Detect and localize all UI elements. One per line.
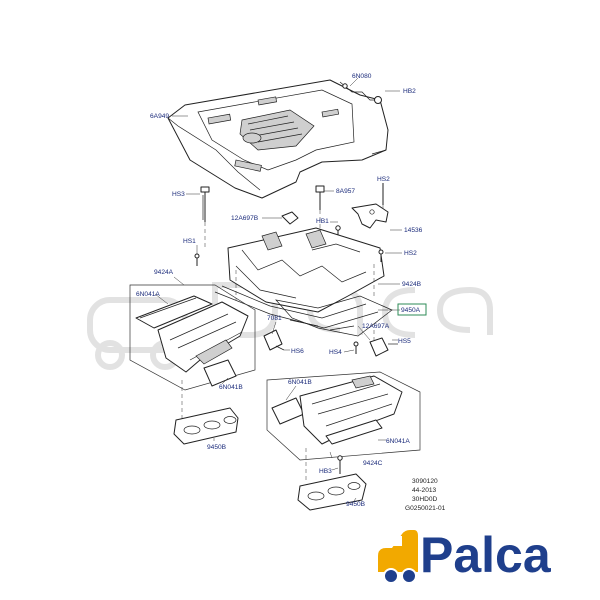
cover-6n041a-lower — [325, 419, 383, 445]
callout-9424b: 9424B — [402, 281, 422, 288]
callout-labels: 6A949 6N080 HB2 HS3 8A957 12A697B HB1 HS… — [136, 73, 423, 508]
callout-hs2-right: HS2 — [404, 250, 417, 257]
gasket-9450b-lower — [297, 473, 367, 511]
callout-6n080: 6N080 — [352, 73, 372, 80]
bolt-hs3 — [200, 186, 210, 250]
housing-9424c — [299, 375, 403, 445]
gasket-9450b-left — [173, 380, 239, 445]
callout-7081: 7081 — [267, 315, 282, 322]
callout-14536: 14536 — [404, 227, 423, 234]
callout-6n041a-lower: 6N041A — [386, 438, 410, 445]
callout-hb1: HB1 — [316, 218, 329, 225]
callout-6n041b-left: 6N041B — [219, 384, 243, 391]
callout-6a949: 6A949 — [150, 113, 169, 120]
leader-lines — [154, 77, 402, 505]
callout-hs1: HS1 — [183, 238, 196, 245]
callout-hs2-top: HS2 — [377, 176, 390, 183]
valve-12a697a — [353, 330, 398, 357]
callout-6n041b-lower: 6N041B — [288, 379, 312, 386]
intake-manifold — [214, 227, 393, 337]
callout-hb3: HB3 — [319, 468, 332, 475]
car-icon — [378, 530, 418, 584]
grommet-12a697b — [281, 211, 299, 225]
reference-codes: 3090120 44-2013 30HD0D G0250021-01 — [405, 478, 446, 512]
callout-6n041a: 6N041A — [136, 291, 160, 298]
bracket-14536 — [351, 183, 389, 229]
engine-cover — [167, 79, 389, 199]
logo-wordmark: Palca — [420, 527, 552, 583]
callout-hb2: HB2 — [403, 88, 416, 95]
stud-8a957 — [315, 185, 325, 232]
cover-6n041b-left — [203, 359, 237, 387]
left-intake-group-frame — [129, 284, 256, 391]
palca-logo: Palca — [378, 527, 552, 584]
ref-line-4: G0250021-01 — [405, 505, 446, 512]
callout-9424c: 9424C — [363, 460, 383, 467]
ref-line-3: 30HD0D — [412, 496, 438, 503]
bolt-hs2-right — [378, 249, 384, 262]
callout-hs6: HS6 — [291, 348, 304, 355]
sensor-7081 — [263, 329, 285, 351]
stud-hb3 — [305, 448, 343, 482]
housing-9424a — [157, 301, 249, 373]
cover-6n041a — [135, 295, 213, 329]
callout-8a957: 8A957 — [336, 188, 355, 195]
callout-9450b-left: 9450B — [207, 444, 227, 451]
callout-9450b-lower: 9450B — [346, 501, 366, 508]
callout-9450a: 9450A — [401, 307, 421, 314]
callout-hs5: HS5 — [398, 338, 411, 345]
ref-line-2: 44-2013 — [412, 487, 437, 494]
highlight-box-9450a — [397, 303, 427, 316]
callout-9424a: 9424A — [154, 269, 174, 276]
connector-6n080 — [339, 81, 382, 104]
cover-6n041b-lower — [271, 397, 305, 425]
callout-hs3: HS3 — [172, 191, 185, 198]
callout-hs4: HS4 — [329, 349, 342, 356]
bolt-hs1 — [194, 253, 200, 266]
ref-line-1: 3090120 — [412, 478, 438, 485]
lower-intake-group-frame — [266, 371, 421, 461]
callout-12a697a: 12A697A — [362, 323, 390, 330]
callout-12a697b: 12A697B — [231, 215, 259, 222]
